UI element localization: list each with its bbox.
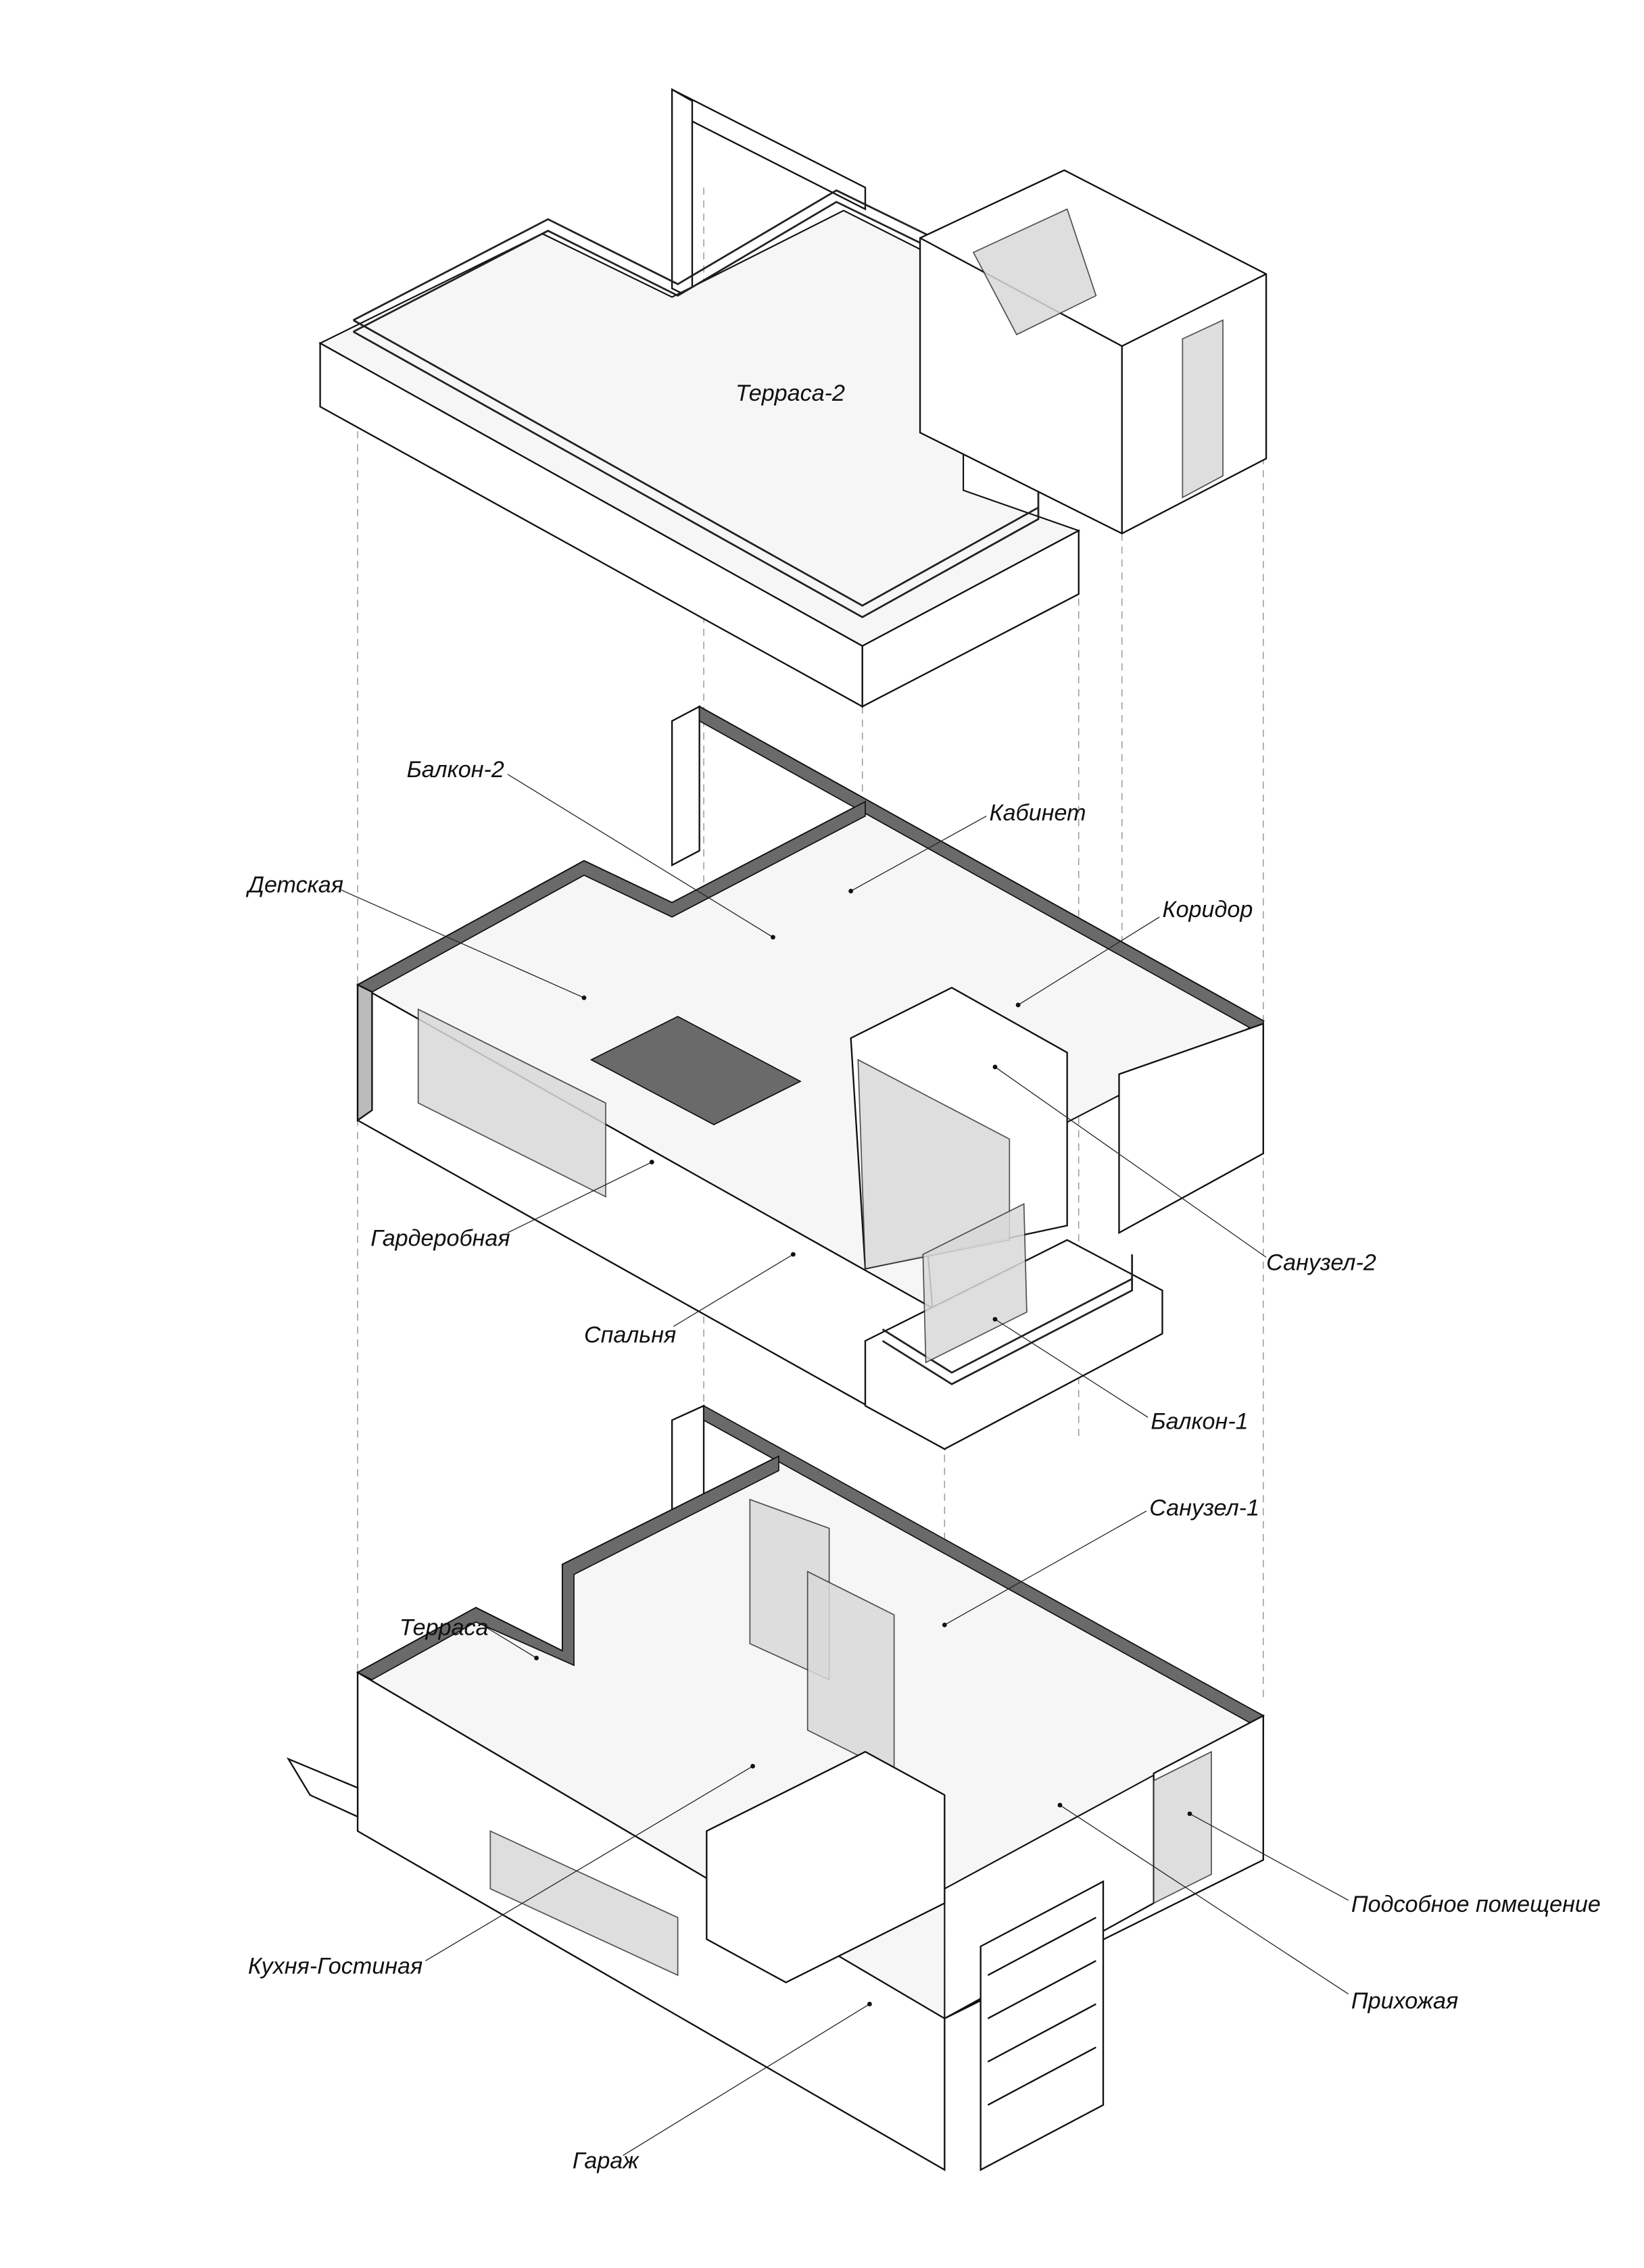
room-label-study: Кабинет bbox=[848, 800, 1086, 893]
first-floor-level bbox=[286, 1404, 1265, 2171]
room-label-terrace: Терраса bbox=[400, 1614, 539, 1660]
roof-level bbox=[318, 88, 1267, 708]
svg-text:Балкон-2: Балкон-2 bbox=[407, 757, 504, 783]
room-label-balcony2: Балкон-2 bbox=[407, 757, 775, 940]
room-label-wardrobe: Гардеробная bbox=[370, 1160, 654, 1251]
svg-text:Коридор: Коридор bbox=[1162, 897, 1253, 922]
svg-text:Гардеробная: Гардеробная bbox=[370, 1225, 510, 1251]
svg-text:Гараж: Гараж bbox=[573, 2148, 639, 2174]
room-label-utility: Подсобное помещение bbox=[1187, 1811, 1601, 1917]
svg-text:Кухня-Гостиная: Кухня-Гостиная bbox=[248, 1954, 422, 1979]
garage-door bbox=[987, 1917, 1096, 2106]
room-label-garage: Гараж bbox=[573, 2002, 872, 2174]
second-floor-level bbox=[356, 705, 1265, 1451]
room-label-corridor: Коридор bbox=[1015, 897, 1253, 1008]
room-label-kitchen-living: Кухня-Гостиная bbox=[248, 1764, 756, 1979]
svg-text:Санузел-2: Санузел-2 bbox=[1266, 1250, 1376, 1276]
svg-text:Санузел-1: Санузел-1 bbox=[1149, 1495, 1259, 1521]
svg-text:Спальня: Спальня bbox=[584, 1322, 676, 1348]
svg-text:Балкон-1: Балкон-1 bbox=[1151, 1408, 1248, 1434]
room-label-terrace2: Терраса-2 bbox=[735, 380, 845, 406]
svg-text:Терраса-2: Терраса-2 bbox=[735, 380, 845, 406]
svg-text:Детская: Детская bbox=[245, 872, 343, 898]
room-label-bath2: Санузел-2 bbox=[992, 1064, 1376, 1276]
svg-text:Подсобное помещение: Подсобное помещение bbox=[1351, 1892, 1601, 1917]
room-label-hall: Прихожая bbox=[1057, 1802, 1458, 2014]
room-label-bedroom: Спальня bbox=[584, 1252, 796, 1348]
svg-text:Терраса: Терраса bbox=[400, 1614, 489, 1640]
svg-text:Прихожая: Прихожая bbox=[1351, 1988, 1458, 2014]
room-label-bath1: Санузел-1 bbox=[942, 1495, 1259, 1627]
room-label-balcony1: Балкон-1 bbox=[992, 1316, 1249, 1434]
svg-text:Кабинет: Кабинет bbox=[989, 800, 1086, 826]
room-label-kids: Детская bbox=[245, 872, 587, 1000]
